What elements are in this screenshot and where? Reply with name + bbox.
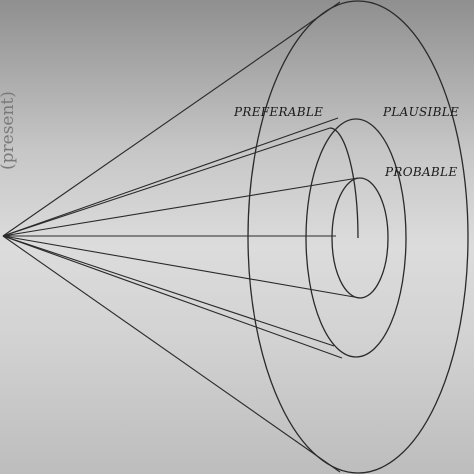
- present-label: (present): [0, 91, 18, 170]
- plausible-cone-upper-edge: [2, 117, 339, 237]
- preferable-cone-upper-edge: [2, 127, 331, 237]
- preferable-ring: [329, 127, 359, 239]
- outer-cone-upper-edge: [2, 1, 341, 237]
- probable-label: PROBABLE: [385, 165, 458, 179]
- preferable-label: PREFERABLE: [234, 105, 324, 119]
- outer-ring: [247, 0, 469, 474]
- preferable-cone-lower-edge: [2, 235, 335, 347]
- plausible-cone-lower-edge: [2, 235, 343, 359]
- probable-cone-lower-edge: [2, 235, 361, 299]
- probable-ring: [331, 177, 389, 299]
- plausible-label: PLAUSIBLE: [383, 105, 460, 119]
- plausible-ring: [305, 118, 407, 358]
- outer-cone-lower-edge: [2, 235, 341, 473]
- probable-cone-upper-edge: [2, 177, 359, 237]
